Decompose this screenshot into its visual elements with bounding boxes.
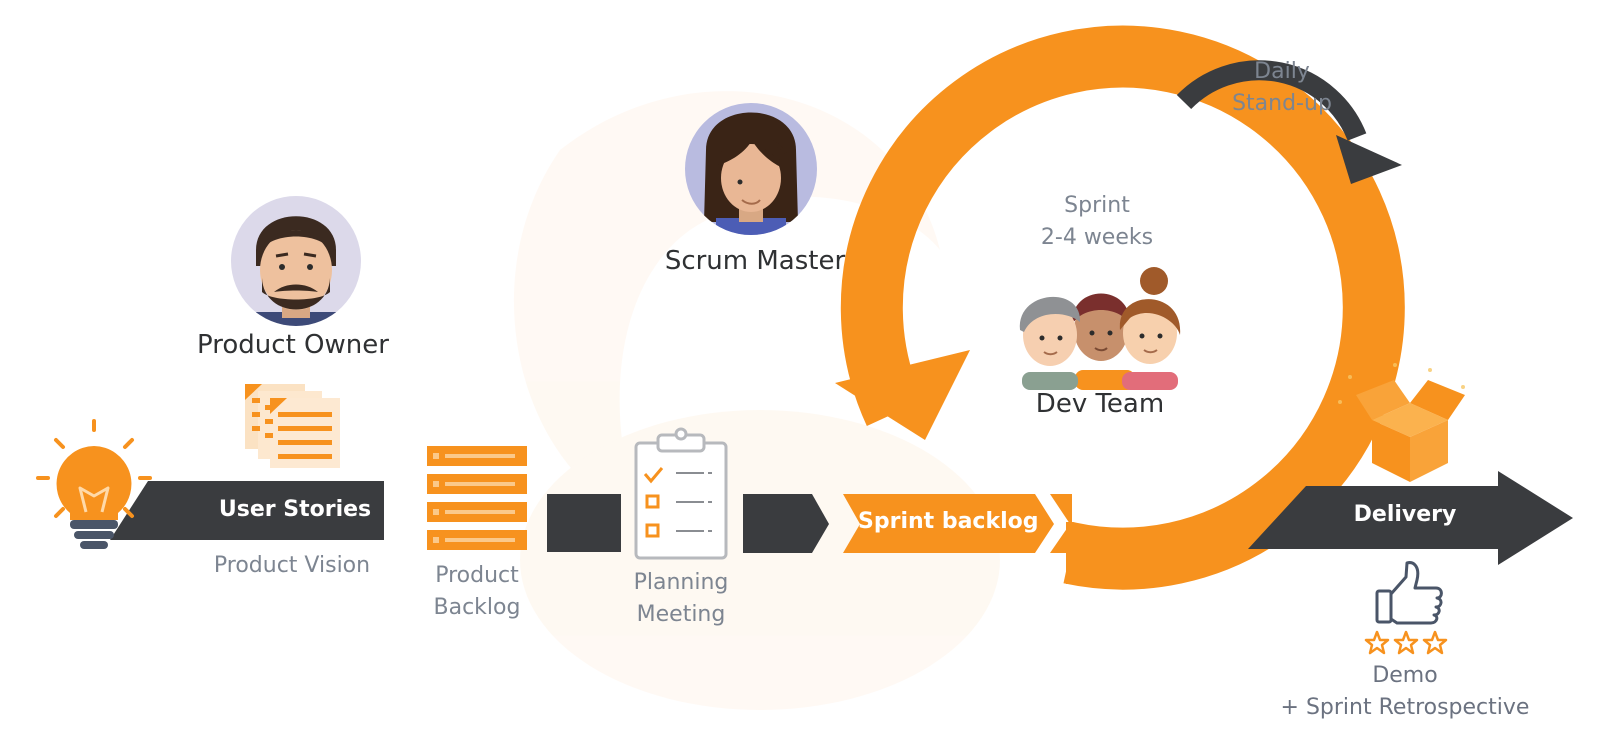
product-owner-avatar: [231, 196, 361, 326]
scrum-master-label: Scrum Master: [664, 246, 846, 276]
daily-standup-label-line1: Daily: [1254, 59, 1310, 84]
product-backlog-label-line1: Product: [435, 563, 519, 588]
dev-team-avatars: [1019, 267, 1181, 390]
rating-stars: [1364, 630, 1448, 655]
lightbulb-icon: [36, 419, 152, 549]
sprint-duration-label: Sprint 2-4 weeks: [1030, 190, 1164, 254]
clipboard-checklist-icon: [634, 427, 728, 560]
star-icon: [1393, 630, 1419, 655]
backlog-stack-icon: [427, 446, 527, 550]
sprint-backlog-band: [843, 494, 1054, 553]
product-owner-label: Product Owner: [197, 330, 389, 360]
thumbs-up-icon: [1375, 561, 1443, 625]
user-stories-label: User Stories: [218, 497, 372, 522]
sprint-label-line2: 2-4 weeks: [1040, 225, 1154, 250]
sprint-backlog-label: Sprint backlog: [858, 509, 1039, 534]
delivery-label: Delivery: [1353, 502, 1457, 527]
planning-meeting-label: Planning Meeting: [620, 567, 742, 631]
sprint-cycle-arrow: [835, 25, 1405, 590]
demo-retrospective-label: Demo + Sprint Retrospective: [1270, 660, 1540, 724]
star-icon: [1422, 630, 1448, 655]
daily-standup-arrow: [1176, 60, 1402, 184]
product-backlog-label: Product Backlog: [416, 560, 538, 624]
documents-icon: [245, 384, 340, 468]
box-icon: [1338, 363, 1465, 482]
demo-label-line2: + Sprint Retrospective: [1280, 695, 1530, 720]
daily-standup-label: Daily Stand-up: [1222, 56, 1342, 120]
demo-label-line1: Demo: [1372, 663, 1438, 688]
delivery-arrow: [1248, 471, 1573, 565]
dev-team-label: Dev Team: [1035, 389, 1165, 419]
scrum-master-avatar: [685, 103, 817, 235]
planning-meeting-label-line1: Planning: [633, 570, 729, 595]
backlog-to-planning-band: [547, 494, 621, 552]
star-icon: [1364, 630, 1390, 655]
user-stories-band: [110, 481, 384, 540]
product-vision-label: Product Vision: [213, 553, 371, 578]
planning-meeting-label-line2: Meeting: [636, 602, 726, 627]
daily-standup-label-line2: Stand-up: [1232, 91, 1332, 116]
sprint-label-line1: Sprint: [1064, 193, 1130, 218]
product-backlog-label-line2: Backlog: [433, 595, 521, 620]
planning-to-sprint-chevron: [743, 494, 829, 553]
